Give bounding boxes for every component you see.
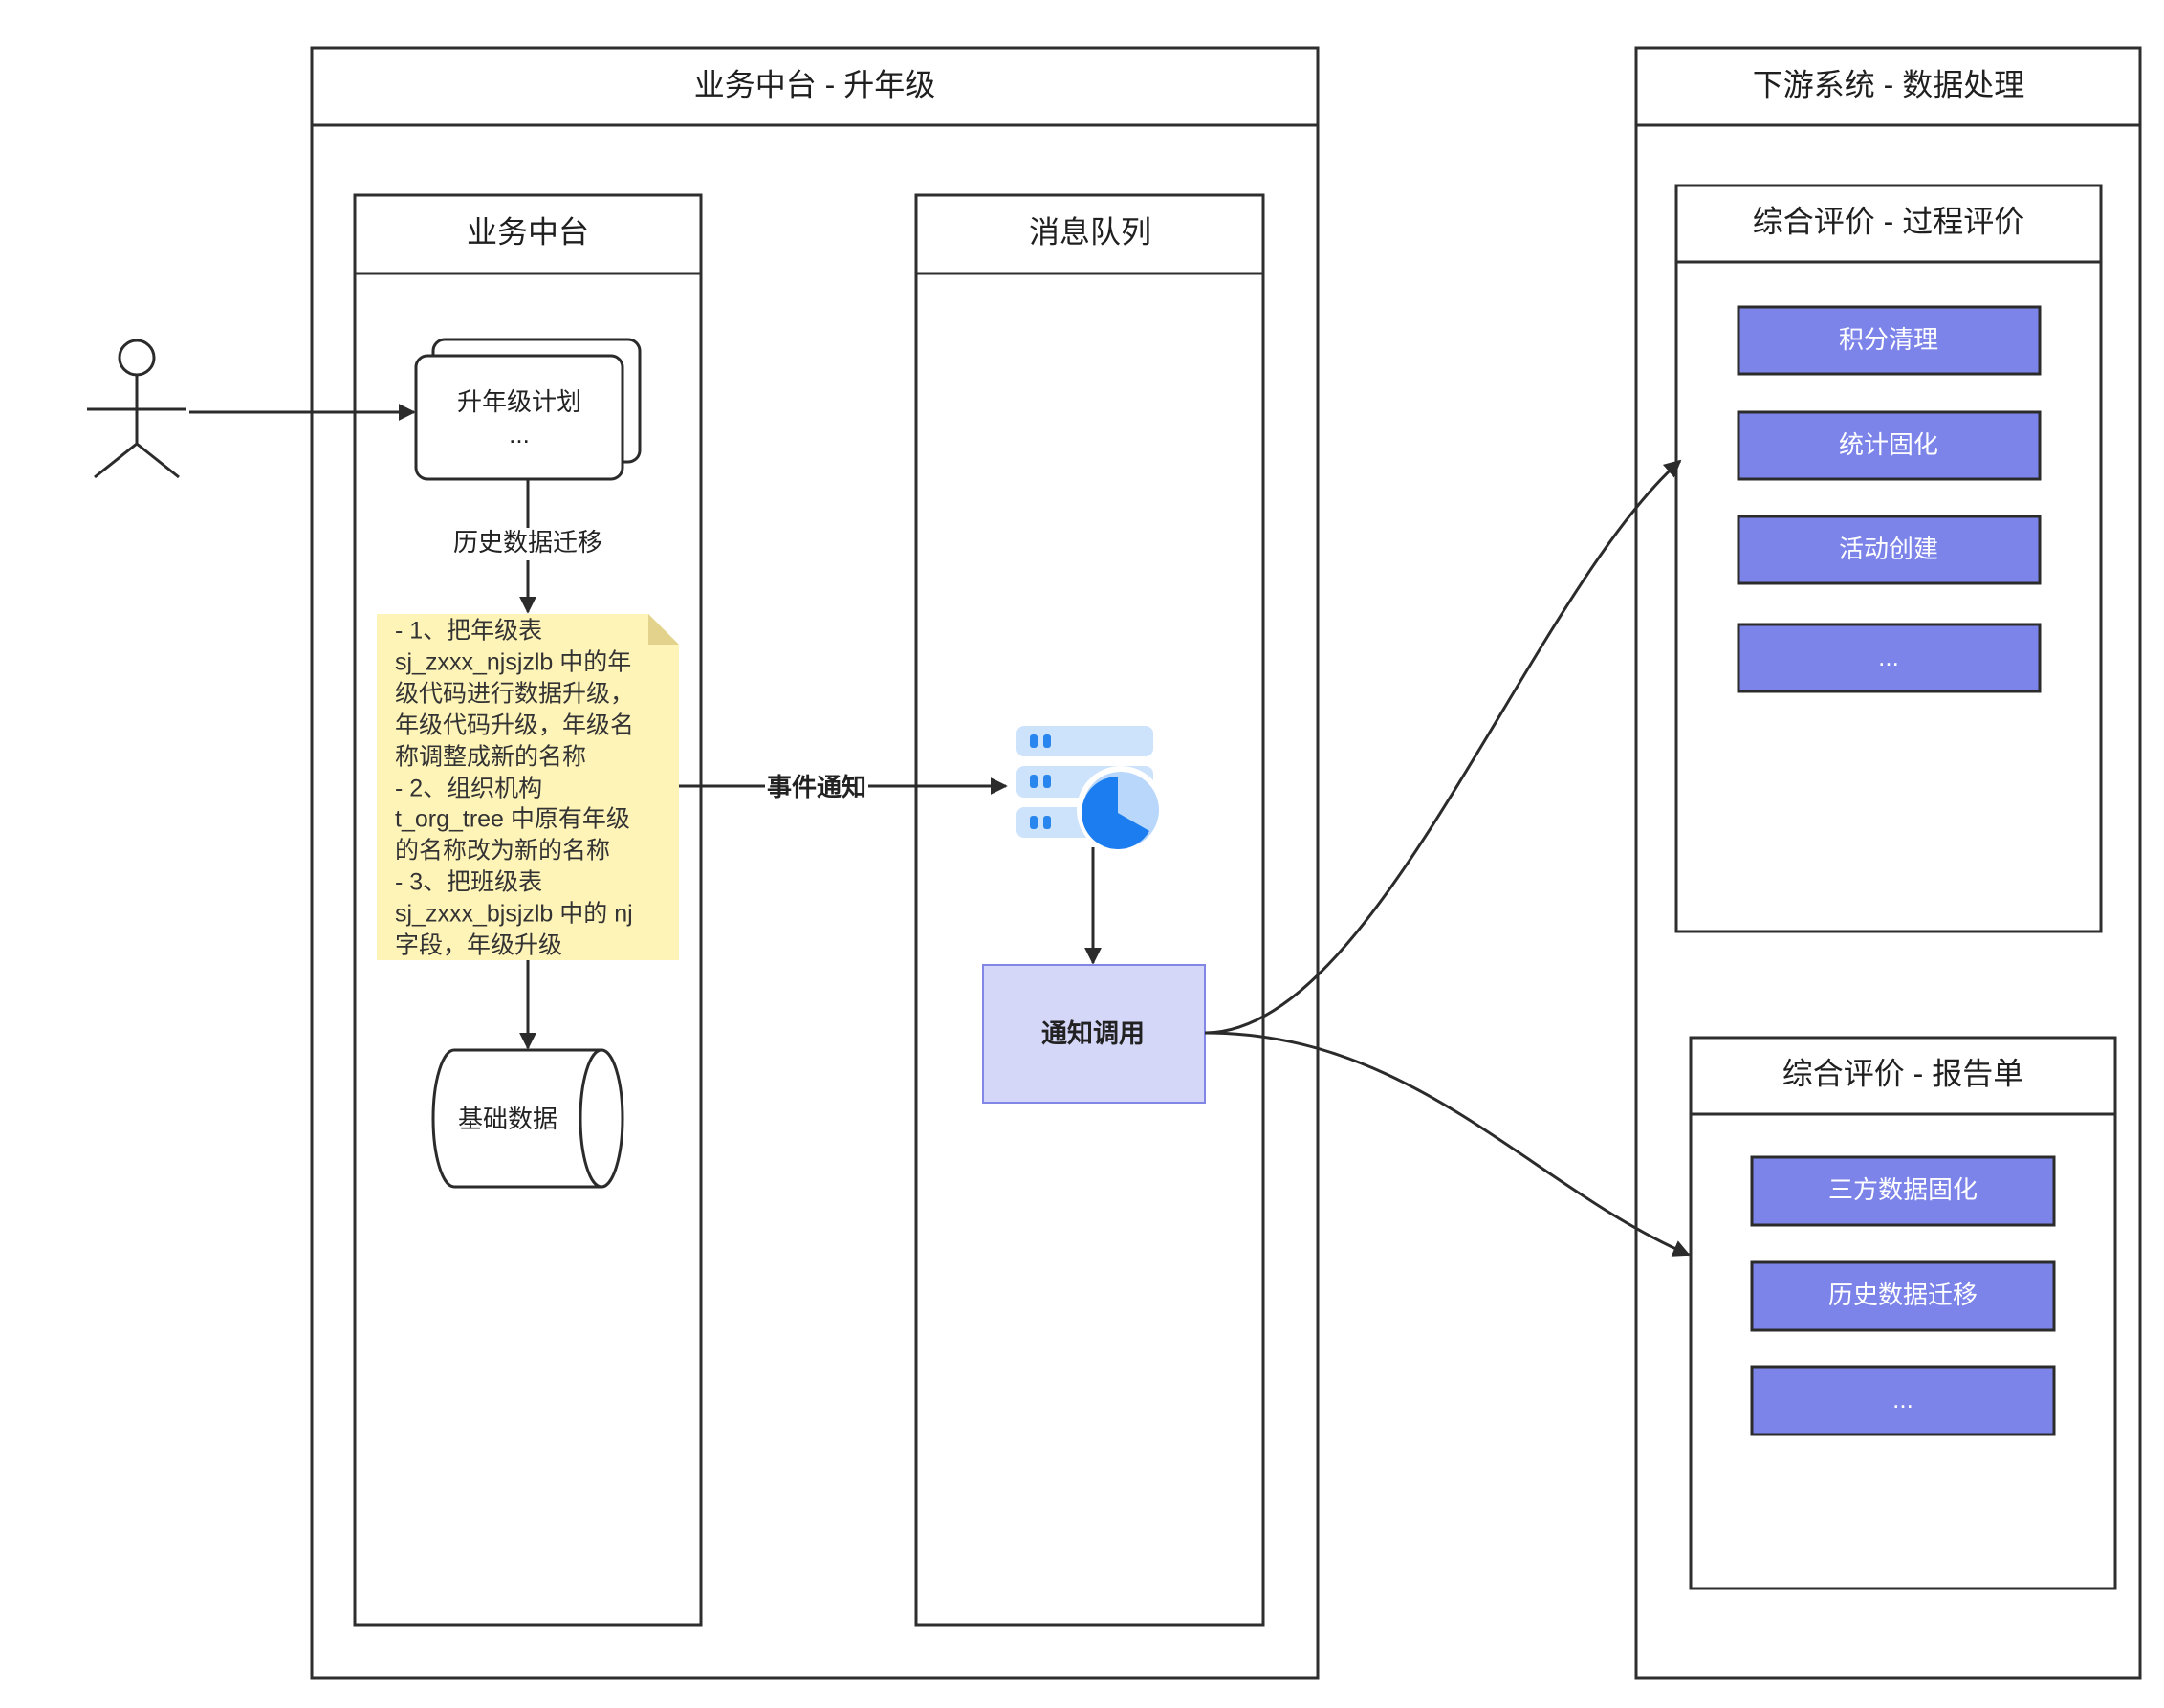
process-eval-item-box: [1737, 515, 2042, 585]
note-line: 称调整成新的名称: [395, 744, 586, 771]
pie-chart-icon: [1077, 766, 1165, 854]
note-line: sj_zxxx_njsjzlb 中的年: [395, 649, 631, 676]
base-data-cylinder: 基础数据: [431, 1048, 624, 1189]
process-eval-item: 活动创建: [1737, 515, 2042, 585]
report-item-label: ...: [1892, 1385, 1913, 1413]
report-item: 三方数据固化: [1750, 1155, 2056, 1227]
note-line: 级代码进行数据升级，: [395, 681, 634, 708]
process-eval-item: 积分清理: [1737, 305, 2042, 376]
event-label-bg: [765, 772, 868, 804]
report-item: ...: [1750, 1365, 2056, 1436]
left-frame-title: 业务中台 - 升年级: [694, 67, 935, 101]
notify-node: 通知调用: [982, 964, 1206, 1104]
database-icon: [1016, 726, 1165, 854]
note-line: - 1、把年级表: [395, 618, 542, 645]
migration-label-bg: [446, 528, 610, 560]
process-eval-item: 统计固化: [1737, 410, 2042, 481]
migration-note: - 1、把年级表 sj_zxxx_njsjzlb 中的年 级代码进行数据升级， …: [377, 614, 679, 960]
business-lane-title: 业务中台: [467, 214, 589, 249]
process-eval-title: 综合评价 - 过程评价: [1753, 204, 2024, 238]
base-data-label: 基础数据: [458, 1105, 557, 1133]
process-eval-item-label: 积分清理: [1839, 325, 1938, 354]
report-item-label: 历史数据迁移: [1828, 1281, 1978, 1309]
report-title: 综合评价 - 报告单: [1782, 1056, 2023, 1090]
process-eval-item-label: 活动创建: [1839, 535, 1938, 563]
process-eval-item-box: [1737, 410, 2042, 481]
notify-to-process-eval-arrow: [1204, 459, 1682, 1035]
report-item-box: [1750, 1155, 2056, 1227]
note-body: [377, 614, 679, 960]
event-notify-label: 事件通知: [767, 773, 866, 801]
notify-to-report-arrow: [1204, 1031, 1691, 1257]
report-box: 综合评价 - 报告单 三方数据固化 历史数据迁移 ...: [1689, 1036, 2117, 1590]
process-eval-box: 综合评价 - 过程评价 积分清理 统计固化 活动创建 ...: [1674, 184, 2103, 933]
note-line: - 2、组织机构: [395, 776, 542, 802]
note-line: 年级代码升级，年级名: [395, 712, 634, 739]
process-eval-item-box: [1737, 305, 2042, 376]
process-eval-item: ...: [1737, 623, 2042, 693]
note-line: 的名称改为新的名称: [395, 838, 610, 865]
queue-lane: 消息队列: [914, 193, 1265, 1627]
process-eval-item-box: [1737, 623, 2042, 693]
process-eval-item-label: 统计固化: [1839, 430, 1938, 459]
plan-node-title: 升年级计划: [457, 387, 581, 416]
report-item: 历史数据迁移: [1750, 1260, 2056, 1332]
note-line: - 3、把班级表: [395, 869, 542, 896]
note-fold: [648, 614, 679, 645]
plan-node-front-card: [414, 354, 624, 481]
report-item-label: 三方数据固化: [1828, 1175, 1978, 1204]
notify-node-label: 通知调用: [1041, 1019, 1145, 1048]
user-actor-icon: [87, 339, 186, 479]
report-item-box: [1750, 1260, 2056, 1332]
migration-label: 历史数据迁移: [453, 528, 602, 557]
note-line: t_org_tree 中原有年级: [395, 806, 630, 833]
plan-node-ellipsis: ...: [509, 420, 530, 449]
process-eval-item-label: ...: [1878, 643, 1899, 671]
note-line: sj_zxxx_bjsjzlb 中的 nj: [395, 901, 633, 928]
note-line: 字段，年级升级: [395, 932, 562, 959]
queue-lane-border: [914, 193, 1265, 1627]
report-item-box: [1750, 1365, 2056, 1436]
cylinder-end: [579, 1048, 602, 1189]
queue-lane-title: 消息队列: [1029, 214, 1151, 249]
plan-node: 升年级计划 ...: [414, 338, 642, 481]
right-frame-title: 下游系统 - 数据处理: [1753, 67, 2024, 101]
